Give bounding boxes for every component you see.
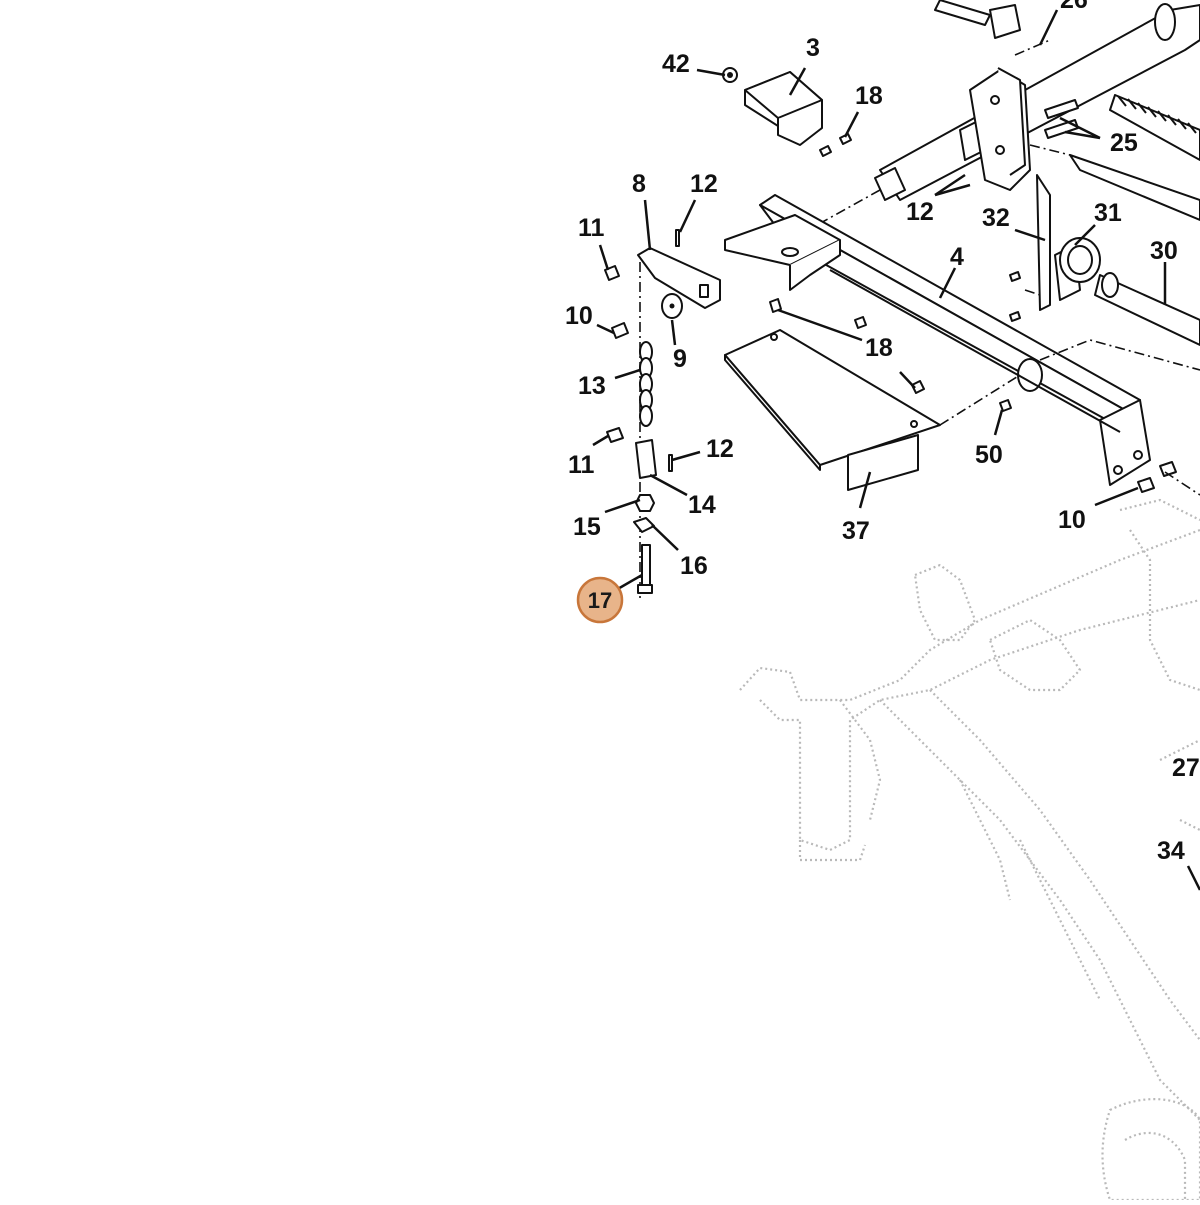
callout-42: 42 [662, 50, 690, 78]
callout-13: 13 [578, 372, 606, 400]
callout-9: 9 [673, 345, 687, 373]
callout-25: 25 [1110, 129, 1138, 157]
callout-14: 14 [688, 491, 716, 519]
chain-part-13 [639, 341, 653, 427]
callout-12: 12 [690, 170, 718, 198]
callout-15: 15 [573, 513, 601, 541]
callout-32: 32 [982, 204, 1010, 232]
callout-16: 16 [680, 552, 708, 580]
callout-17: 17 [588, 588, 612, 613]
deflector-part-37 [724, 329, 941, 491]
highlight-badge[interactable] [576, 576, 624, 624]
callout-50: 50 [975, 441, 1003, 469]
latch-parts-31-32 [1009, 174, 1200, 346]
beam-part-4 [724, 194, 1151, 486]
callout-27: 27 [1172, 754, 1200, 782]
callout-12: 12 [906, 198, 934, 226]
callout-18: 18 [865, 334, 893, 362]
callout-34: 34 [1157, 837, 1185, 865]
callout-31: 31 [1094, 199, 1122, 227]
chain-assembly [604, 229, 721, 600]
callout-labels: 42 3 18 26 25 8 12 11 12 32 31 30 4 10 9… [565, 0, 1200, 865]
callout-30: 30 [1150, 237, 1178, 265]
callout-11: 11 [568, 451, 595, 479]
callout-17-highlight[interactable]: 17 [576, 576, 624, 624]
callout-8: 8 [632, 170, 646, 198]
callout-10: 10 [1058, 506, 1086, 534]
callout-12: 12 [706, 435, 734, 463]
ghost-frame-assembly [739, 498, 1200, 1202]
callout-37: 37 [842, 517, 870, 545]
leader-lines [592, 9, 1200, 891]
callout-18: 18 [855, 82, 883, 110]
callout-3: 3 [806, 34, 820, 62]
callout-4: 4 [950, 243, 964, 271]
callout-11: 11 [578, 214, 605, 242]
bracket-part-3 [722, 67, 852, 157]
main-shaft-assembly [789, 0, 1200, 241]
callout-10: 10 [565, 302, 593, 330]
beam-hardware [769, 298, 1200, 496]
spring-coil [1109, 94, 1200, 161]
callout-26: 26 [1060, 0, 1088, 14]
